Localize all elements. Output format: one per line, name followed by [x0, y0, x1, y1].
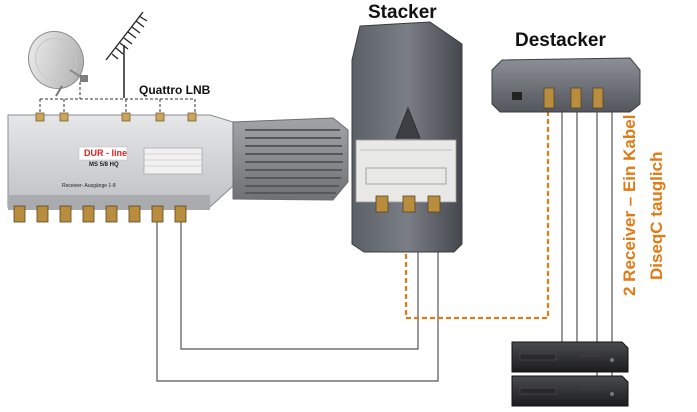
quattro-lnb-label: Quattro LNB — [139, 83, 211, 97]
multiswitch-brand: DUR - line — [84, 148, 128, 158]
destacker-label: Destacker — [515, 30, 606, 51]
cable-lines — [156, 110, 613, 382]
antenna-icon — [105, 11, 148, 98]
satellite-dish-icon — [28, 30, 88, 97]
stacker-label: Stacker — [368, 2, 437, 23]
receiver-2 — [511, 375, 629, 407]
stacker-device — [351, 21, 463, 253]
receiver-1 — [511, 341, 629, 373]
destacker-device — [491, 57, 641, 113]
receiver-note: 2 Receiver – Ein Kabel DiseqC tauglich — [615, 115, 693, 298]
multiswitch — [7, 112, 349, 223]
single-cable-link — [404, 103, 550, 320]
receiver-note-line1: 2 Receiver – Ein Kabel — [620, 114, 639, 296]
multiswitch-model: MS 5/8 HQ — [89, 162, 119, 168]
multiswitch-outputs-caption: Receiver- Ausgänge 1-8 — [62, 183, 116, 189]
receiver-note-line2: DiseqC tauglich — [647, 151, 666, 280]
